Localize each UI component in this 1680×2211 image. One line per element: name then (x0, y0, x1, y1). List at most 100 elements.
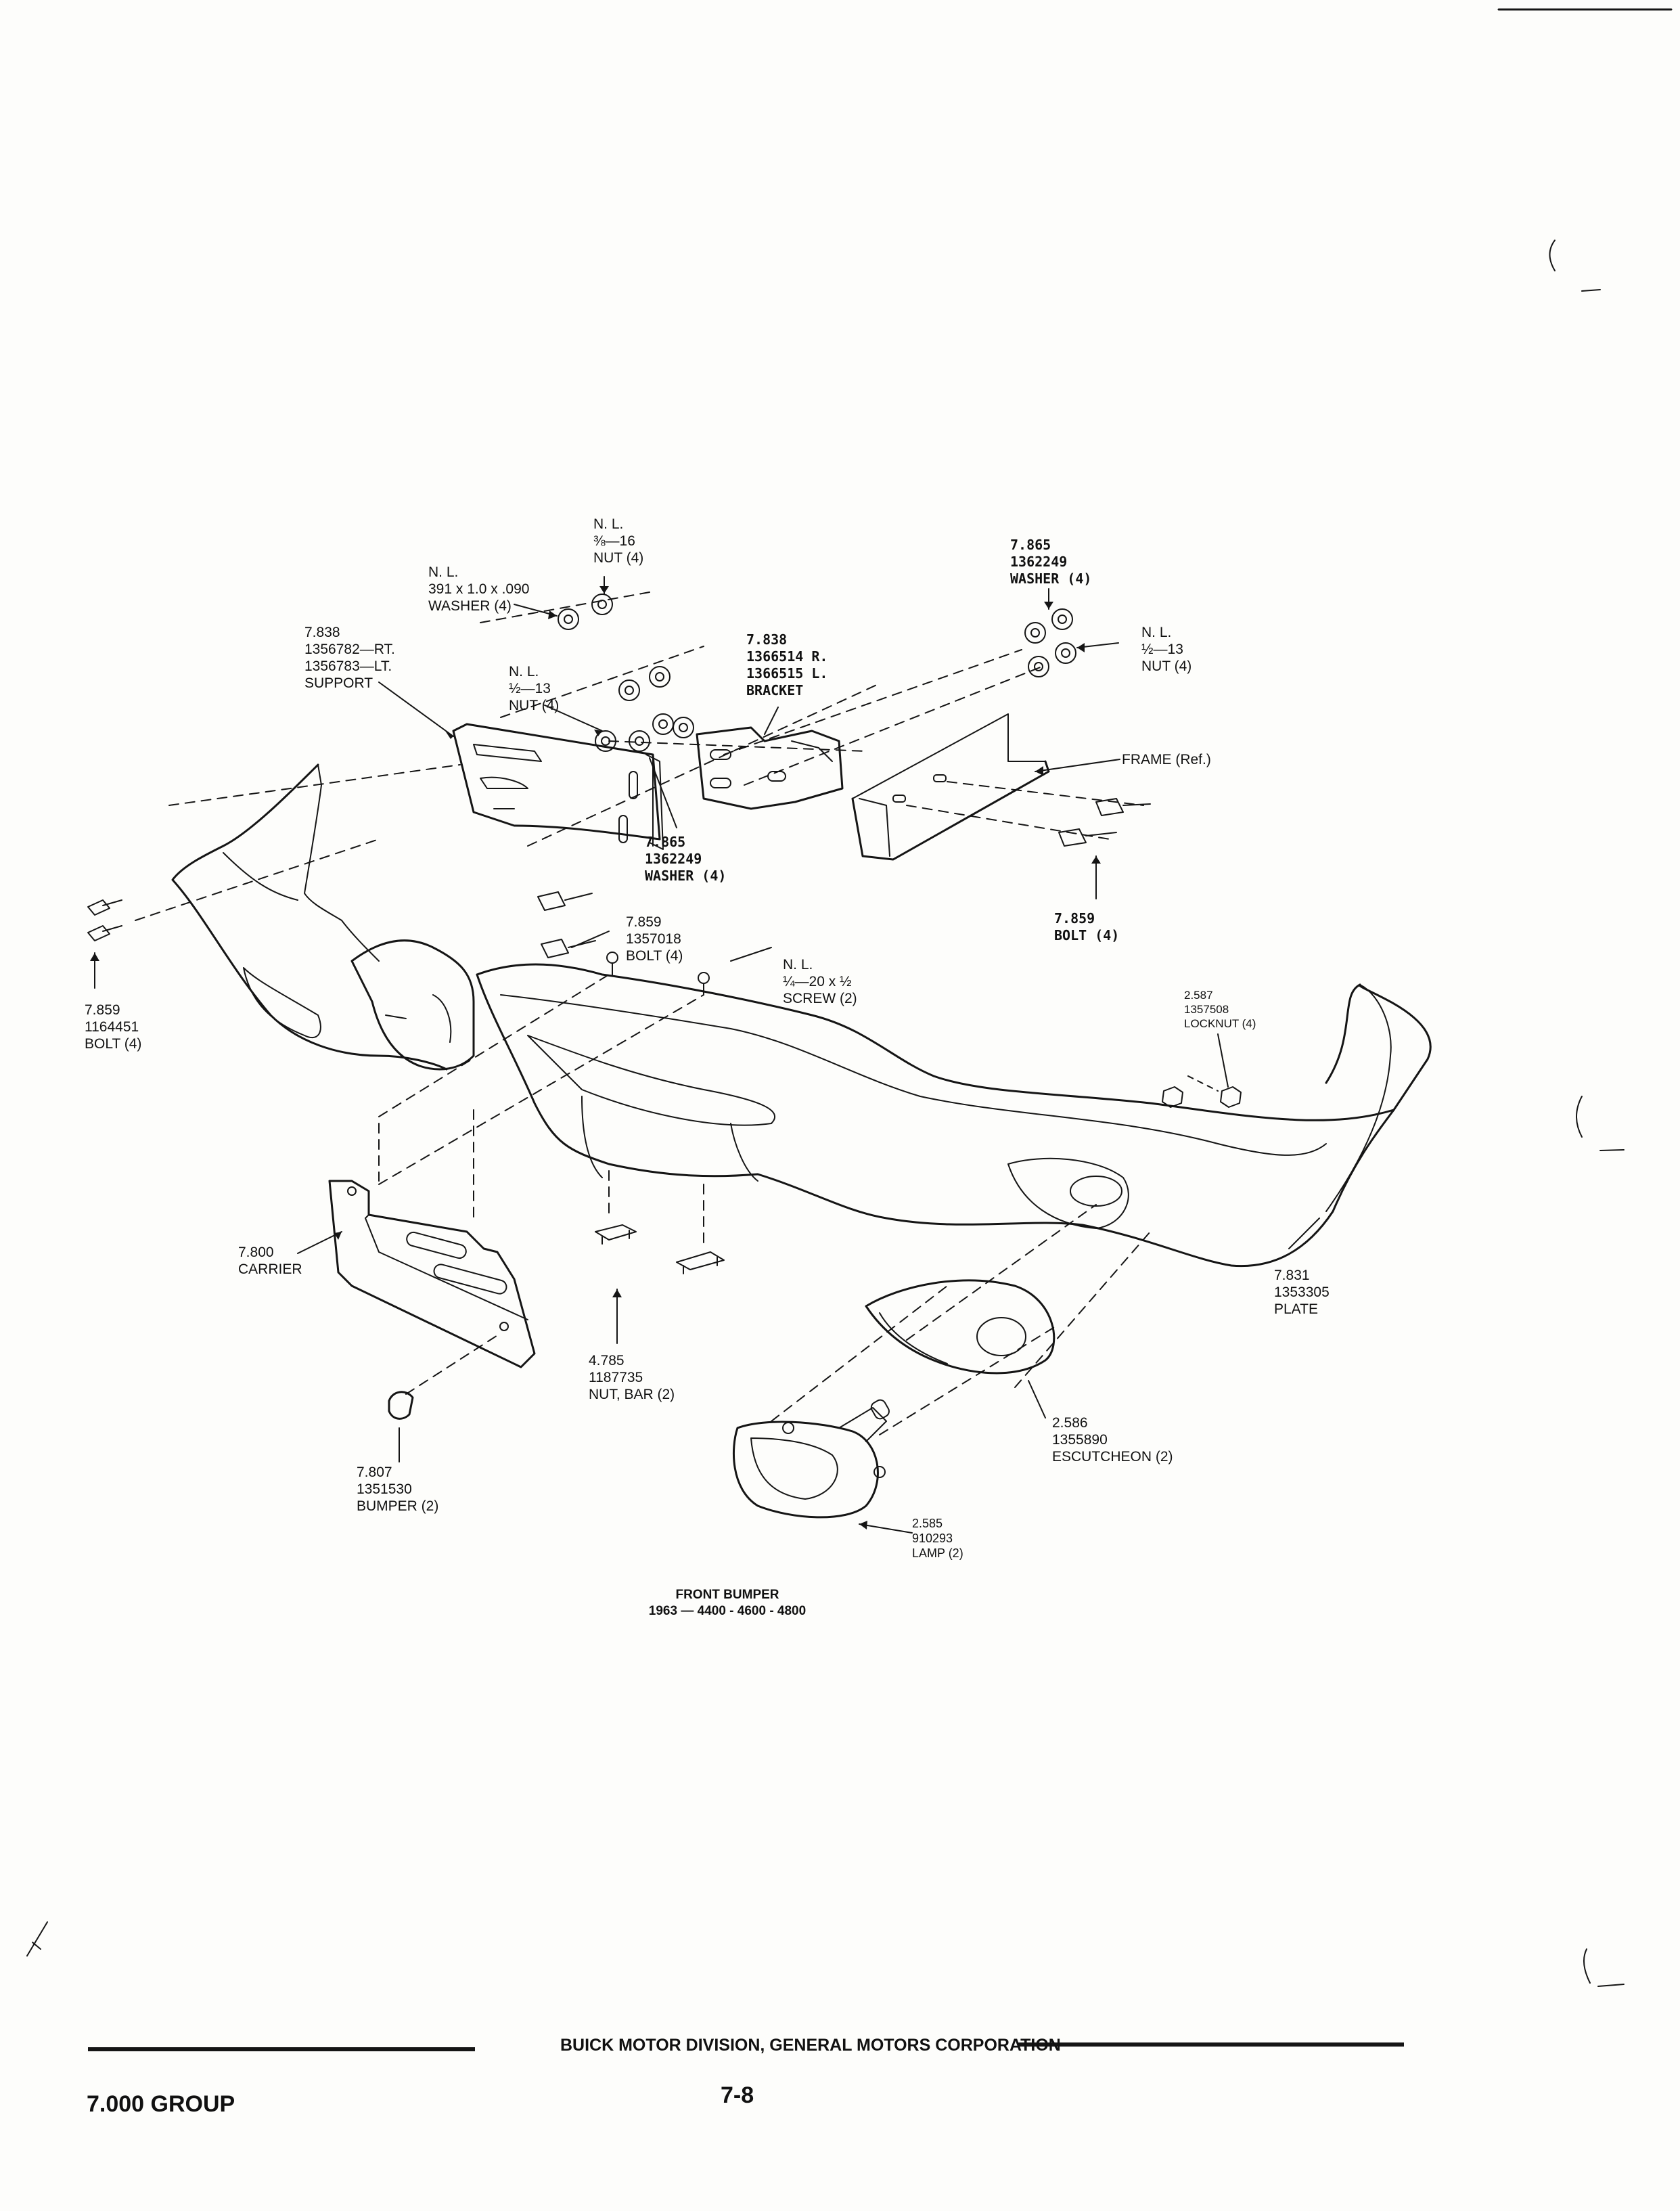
bumper-right-end (1325, 983, 1361, 1084)
frame-outline (851, 760, 1050, 861)
margin-mark (26, 1921, 48, 1957)
bumper-bottom-edge (476, 973, 1395, 1268)
label-line: 1355890 (1052, 1432, 1108, 1448)
left-end-outline (171, 763, 448, 1071)
label-line: SUPPORT (304, 675, 373, 691)
bumper-slot (527, 1035, 776, 1126)
footer-page-number: 7-8 (721, 2082, 754, 2108)
label-bumper-pad: 7.807 1351530 BUMPER (2) (357, 1464, 438, 1515)
label-line: 1366514 R. (746, 648, 828, 665)
bar-nut-icon (595, 1224, 725, 1274)
bumper-end-cap (350, 939, 475, 1071)
label-line: BOLT (4) (1054, 927, 1120, 943)
label-line: 2.585 (912, 1517, 943, 1530)
label-line: NUT (4) (509, 698, 560, 713)
label-bracket: 7.838 1366514 R. 1366515 L. BRACKET (746, 631, 827, 699)
label-nut-half-right: N. L. ½—13 NUT (4) (1141, 624, 1191, 675)
escutcheon-outline (865, 1279, 1055, 1375)
label-line: 391 x 1.0 x .090 (428, 581, 530, 597)
label-line: BUMPER (2) (357, 1498, 439, 1514)
label-line: 1164451 (85, 1019, 139, 1035)
margin-mark (1576, 1096, 1583, 1138)
bumper-crease-line (500, 994, 1327, 1156)
assembly-lines (135, 591, 1151, 1435)
label-line: 7.859 (85, 1002, 120, 1018)
label-line: N. L. (1141, 625, 1172, 640)
label-line: 7.859 (626, 914, 662, 930)
footer-group: 7.000 GROUP (87, 2091, 235, 2117)
label-line: BOLT (4) (626, 948, 683, 964)
label-carrier: 7.800 CARRIER (238, 1244, 302, 1278)
caption-models: 1963 — 4400 - 4600 - 4800 (648, 1604, 807, 1618)
label-line: BOLT (4) (85, 1036, 142, 1052)
label-plate: 7.831 1353305 PLATE (1274, 1267, 1330, 1318)
label-line: 7.865 (645, 834, 686, 850)
label-bolt-right: 7.859 BOLT (4) (1054, 910, 1119, 944)
label-line: 4.785 (589, 1353, 625, 1368)
license-carrier (328, 1180, 536, 1368)
bolt-icon (537, 891, 596, 958)
label-screw: N. L. ¼—20 x ½ SCREW (2) (783, 956, 857, 1007)
label-bolt-left: 7.859 1164451 BOLT (4) (85, 1002, 141, 1052)
label-line: 1351530 (357, 1481, 412, 1497)
label-nut-half-left: N. L. ½—13 NUT (4) (509, 663, 559, 714)
label-locknut: 2.587 1357508 LOCKNUT (4) (1184, 988, 1256, 1031)
label-washer-top-right: 7.865 1362249 WASHER (4) (1010, 537, 1091, 587)
label-line: N. L. (509, 664, 539, 679)
parking-lamp (732, 1399, 890, 1519)
label-line: ¼—20 x ½ (783, 974, 852, 989)
label-bolt-center: 7.859 1357018 BOLT (4) (626, 914, 683, 964)
label-line: N. L. (783, 957, 813, 973)
margin-mark (1583, 1948, 1591, 1984)
label-line: 7.831 (1274, 1268, 1310, 1283)
bolt-icon (87, 899, 122, 941)
label-line: 7.838 (304, 625, 340, 640)
label-line: 1366515 L. (746, 665, 828, 682)
label-line: ⅜—16 (593, 533, 635, 549)
label-line: FRAME (Ref.) (1122, 752, 1211, 767)
bolt-icon (1058, 798, 1151, 847)
label-line: WASHER (4) (1010, 571, 1092, 587)
bumper-top-edge (476, 963, 1432, 1121)
label-line: 2.586 (1052, 1415, 1088, 1431)
bumper-pad-icon (388, 1391, 414, 1420)
label-line: PLATE (1274, 1301, 1318, 1317)
label-line: 7.838 (746, 631, 788, 648)
label-line: N. L. (428, 564, 459, 580)
label-washer-391: N. L. 391 x 1.0 x .090 WASHER (4) (428, 564, 529, 615)
label-line: BRACKET (746, 682, 804, 698)
caption-title: FRONT BUMPER (675, 1588, 779, 1602)
carrier-outline (328, 1180, 536, 1368)
label-line: 1356782—RT. (304, 642, 395, 657)
escutcheon (865, 1279, 1055, 1375)
label-line: NUT (4) (593, 550, 644, 566)
support-bracket (452, 723, 664, 850)
margin-mark (1597, 1984, 1625, 1987)
label-line: NUT, BAR (2) (589, 1387, 675, 1402)
label-line: LAMP (2) (912, 1546, 963, 1560)
bumper-bar (476, 963, 1432, 1268)
frame-rail (851, 713, 1050, 861)
arrow-heads (90, 586, 1101, 1529)
label-line: ½—13 (509, 681, 551, 696)
margin-mark (1581, 289, 1601, 292)
label-line: 1362249 (645, 851, 702, 867)
label-line: 1356783—LT. (304, 658, 392, 674)
label-line: N. L. (593, 516, 624, 532)
label-line: 1362249 (1010, 554, 1068, 570)
label-frame: FRAME (Ref.) (1122, 751, 1211, 768)
label-line: 1357018 (626, 931, 681, 947)
label-line: CARRIER (238, 1261, 302, 1277)
label-line: 1187735 (589, 1370, 643, 1385)
margin-mark (1599, 1149, 1625, 1151)
bumper-left-end (171, 763, 475, 1071)
label-line: 910293 (912, 1532, 953, 1545)
label-nut-916: N. L. ⅜—16 NUT (4) (593, 516, 643, 566)
label-line: LOCKNUT (4) (1184, 1017, 1256, 1030)
screw-icon (606, 952, 710, 996)
footer-rule-right (1018, 2042, 1404, 2047)
mounting-bracket (696, 726, 844, 810)
label-line: ESCUTCHEON (2) (1052, 1449, 1173, 1465)
